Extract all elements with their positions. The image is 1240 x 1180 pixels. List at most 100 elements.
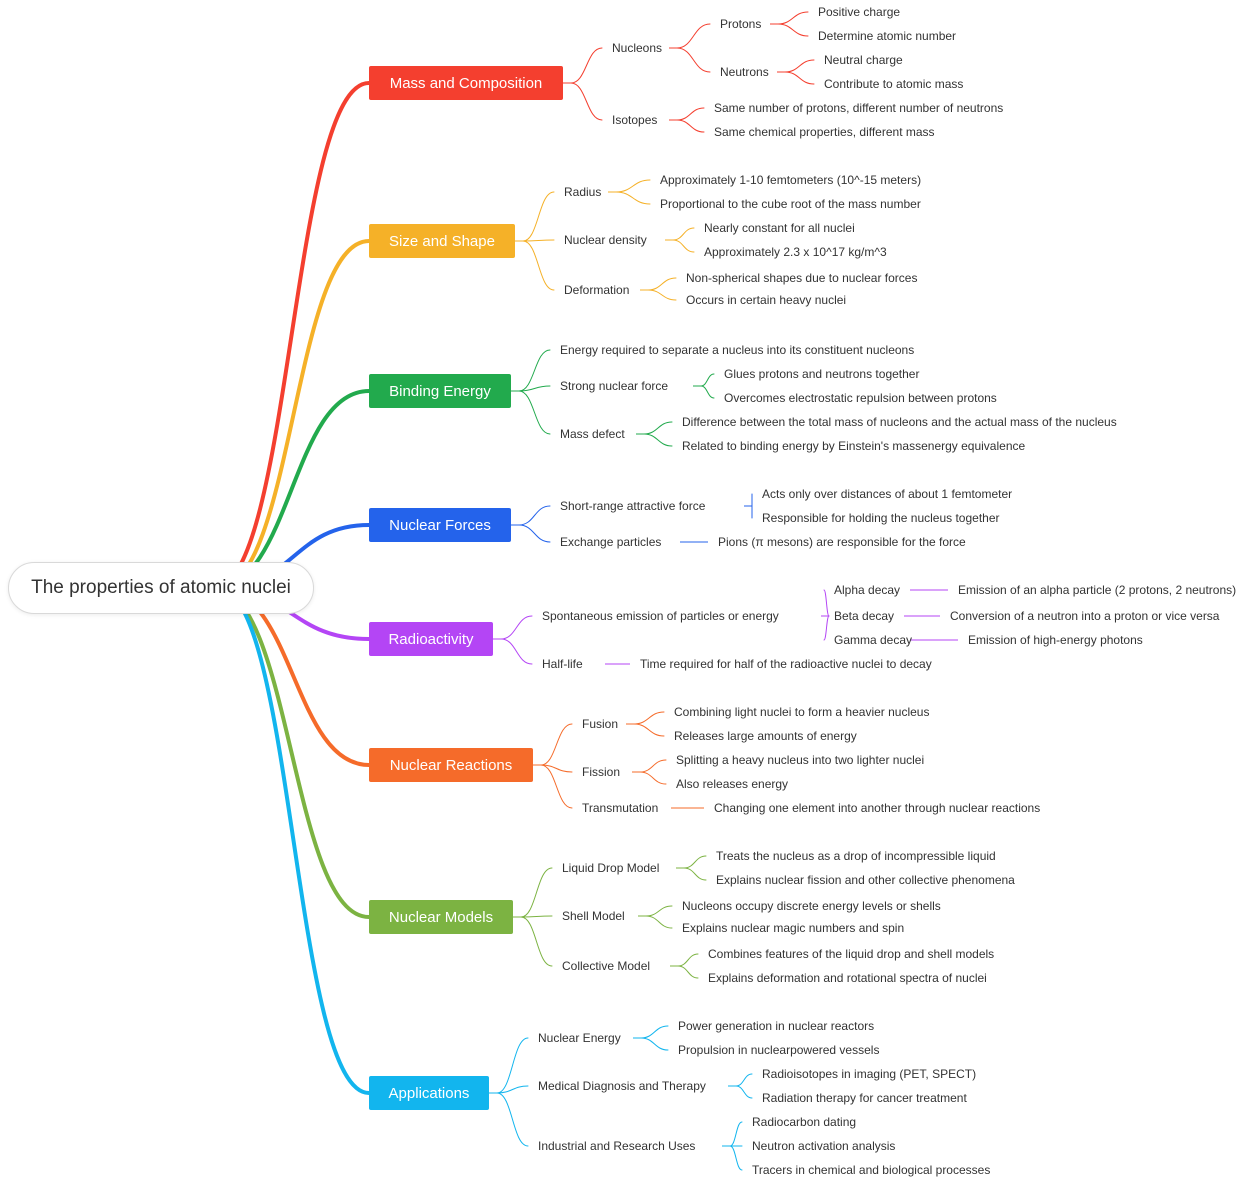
- connector-curve: [735, 1073, 753, 1087]
- detail-node[interactable]: Radioisotopes in imaging (PET, SPECT): [762, 1067, 977, 1081]
- root-topic[interactable]: The properties of atomic nuclei: [8, 562, 314, 614]
- detail-node[interactable]: Nucleons occupy discrete energy levels o…: [682, 899, 941, 913]
- connector-curve: [496, 1092, 529, 1147]
- connector-curve: [647, 289, 677, 301]
- connector-curve: [615, 191, 651, 205]
- detail-node[interactable]: Protons: [720, 17, 762, 31]
- detail-node[interactable]: Same number of protons, different number…: [714, 101, 1004, 115]
- subtopic-node[interactable]: Nucleons: [612, 41, 663, 55]
- connector-curve: [672, 239, 695, 253]
- subtopic-node[interactable]: Collective Model: [562, 959, 651, 973]
- detail-node[interactable]: Glues protons and neutrons together: [724, 367, 920, 381]
- detail-node[interactable]: Changing one element into another throug…: [714, 801, 1041, 815]
- branch-topic[interactable]: Nuclear Forces: [369, 508, 511, 542]
- connector-curve: [676, 23, 711, 49]
- connector-curve: [643, 433, 673, 447]
- connector-curve: [784, 59, 815, 73]
- subtopic-node[interactable]: Shell Model: [562, 909, 625, 923]
- detail-node[interactable]: Responsible for holding the nucleus toge…: [762, 511, 1000, 525]
- subtopic-node[interactable]: Isotopes: [612, 113, 658, 127]
- subtopic-node[interactable]: Fusion: [582, 717, 619, 731]
- detail-node[interactable]: Combining light nuclei to form a heavier…: [674, 705, 930, 719]
- detail-node[interactable]: Beta decay: [834, 609, 895, 623]
- detail-node[interactable]: Difference between the total mass of nuc…: [682, 415, 1117, 429]
- connector-curve: [639, 759, 667, 773]
- connector-curve: [676, 119, 705, 133]
- connector-curve: [823, 615, 830, 641]
- detail-node[interactable]: Power generation in nuclear reactors: [678, 1019, 875, 1033]
- branch-topic[interactable]: Size and Shape: [369, 224, 515, 258]
- connector-curve: [540, 764, 573, 809]
- detail-node[interactable]: Propulsion in nuclearpowered vessels: [678, 1043, 880, 1057]
- subtopic-node[interactable]: Strong nuclear force: [560, 379, 669, 393]
- connector-curve: [520, 915, 553, 918]
- connector-curve: [518, 524, 551, 543]
- subtopic-node[interactable]: Exchange particles: [560, 535, 662, 549]
- branch-topic[interactable]: Nuclear Models: [369, 900, 513, 934]
- detail-node[interactable]: Neutrons: [720, 65, 769, 79]
- branch-topic[interactable]: Binding Energy: [369, 374, 511, 408]
- connector-curve: [640, 1037, 669, 1051]
- detail-node[interactable]: Releases large amounts of energy: [674, 729, 857, 743]
- detail-node[interactable]: Time required for half of the radioactiv…: [640, 657, 932, 671]
- detail-node[interactable]: Positive charge: [818, 5, 901, 19]
- detail-node[interactable]: Same chemical properties, different mass: [714, 125, 935, 139]
- detail-node[interactable]: Related to binding energy by Einstein's …: [682, 439, 1026, 453]
- subtopic-node[interactable]: Industrial and Research Uses: [538, 1139, 696, 1153]
- detail-node[interactable]: Proportional to the cube root of the mas…: [660, 197, 921, 211]
- connector-curve: [777, 23, 809, 37]
- detail-node[interactable]: Gamma decay: [834, 633, 913, 647]
- connector-curve: [520, 916, 553, 967]
- subtopic-node[interactable]: Nuclear Energy: [538, 1031, 621, 1045]
- detail-node[interactable]: Emission of high-energy photons: [968, 633, 1143, 647]
- subtopic-node[interactable]: Mass defect: [560, 427, 625, 441]
- branch-topic[interactable]: Mass and Composition: [369, 66, 563, 100]
- detail-node[interactable]: Neutron activation analysis: [752, 1139, 896, 1153]
- connector-curve: [640, 1025, 669, 1039]
- detail-node[interactable]: Treats the nucleus as a drop of incompre…: [716, 849, 996, 863]
- detail-node[interactable]: Occurs in certain heavy nuclei: [686, 293, 847, 307]
- subtopic-node[interactable]: Deformation: [564, 283, 630, 297]
- detail-node[interactable]: Explains deformation and rotational spec…: [708, 971, 987, 985]
- subtopic-node[interactable]: Energy required to separate a nucleus in…: [560, 343, 915, 357]
- subtopic-node[interactable]: Fission: [582, 765, 621, 779]
- subtopic-node[interactable]: Nuclear density: [564, 233, 647, 247]
- detail-node[interactable]: Nearly constant for all nuclei: [704, 221, 855, 235]
- detail-node[interactable]: Acts only over distances of about 1 femt…: [762, 487, 1013, 501]
- detail-node[interactable]: Radiocarbon dating: [752, 1115, 857, 1129]
- detail-node[interactable]: Explains nuclear fission and other colle…: [716, 873, 1015, 887]
- subtopic-node[interactable]: Radius: [564, 185, 602, 199]
- subtopic-node[interactable]: Liquid Drop Model: [562, 861, 660, 875]
- detail-node[interactable]: Tracers in chemical and biological proce…: [752, 1163, 991, 1177]
- subtopic-node[interactable]: Spontaneous emission of particles or ene…: [542, 609, 779, 623]
- detail-node[interactable]: Also releases energy: [676, 777, 789, 791]
- detail-node[interactable]: Combines features of the liquid drop and…: [708, 947, 995, 961]
- detail-node[interactable]: Conversion of a neutron into a proton or…: [950, 609, 1220, 623]
- detail-node[interactable]: Alpha decay: [834, 583, 901, 597]
- branch-topic[interactable]: Nuclear Reactions: [369, 748, 533, 782]
- connector-curve: [639, 771, 667, 785]
- connector-curve: [518, 385, 551, 392]
- detail-node[interactable]: Overcomes electrostatic repulsion betwee…: [724, 391, 997, 405]
- detail-node[interactable]: Determine atomic number: [818, 29, 957, 43]
- detail-node[interactable]: Approximately 2.3 x 10^17 kg/m^3: [704, 245, 887, 259]
- connector-curve: [522, 239, 555, 242]
- subtopic-node[interactable]: Transmutation: [582, 801, 659, 815]
- detail-node[interactable]: Emission of an alpha particle (2 protons…: [958, 583, 1237, 597]
- detail-node[interactable]: Explains nuclear magic numbers and spin: [682, 921, 905, 935]
- detail-node[interactable]: Neutral charge: [824, 53, 903, 67]
- detail-node[interactable]: Splitting a heavy nucleus into two light…: [676, 753, 925, 767]
- detail-node[interactable]: Non-spherical shapes due to nuclear forc…: [686, 271, 918, 285]
- subtopic-node[interactable]: Half-life: [542, 657, 583, 671]
- detail-node[interactable]: Pions (π mesons) are responsible for the…: [718, 535, 966, 549]
- connector-curve: [672, 227, 695, 241]
- detail-node[interactable]: Contribute to atomic mass: [824, 77, 964, 91]
- branch-topic[interactable]: Radioactivity: [369, 622, 493, 656]
- branch-topic[interactable]: Applications: [369, 1076, 489, 1110]
- connector-curve: [676, 47, 711, 73]
- detail-node[interactable]: Radiation therapy for cancer treatment: [762, 1091, 967, 1105]
- detail-node[interactable]: Approximately 1-10 femtometers (10^-15 m…: [660, 173, 922, 187]
- subtopic-node[interactable]: Short-range attractive force: [560, 499, 706, 513]
- subtopic-node[interactable]: Medical Diagnosis and Therapy: [538, 1079, 706, 1093]
